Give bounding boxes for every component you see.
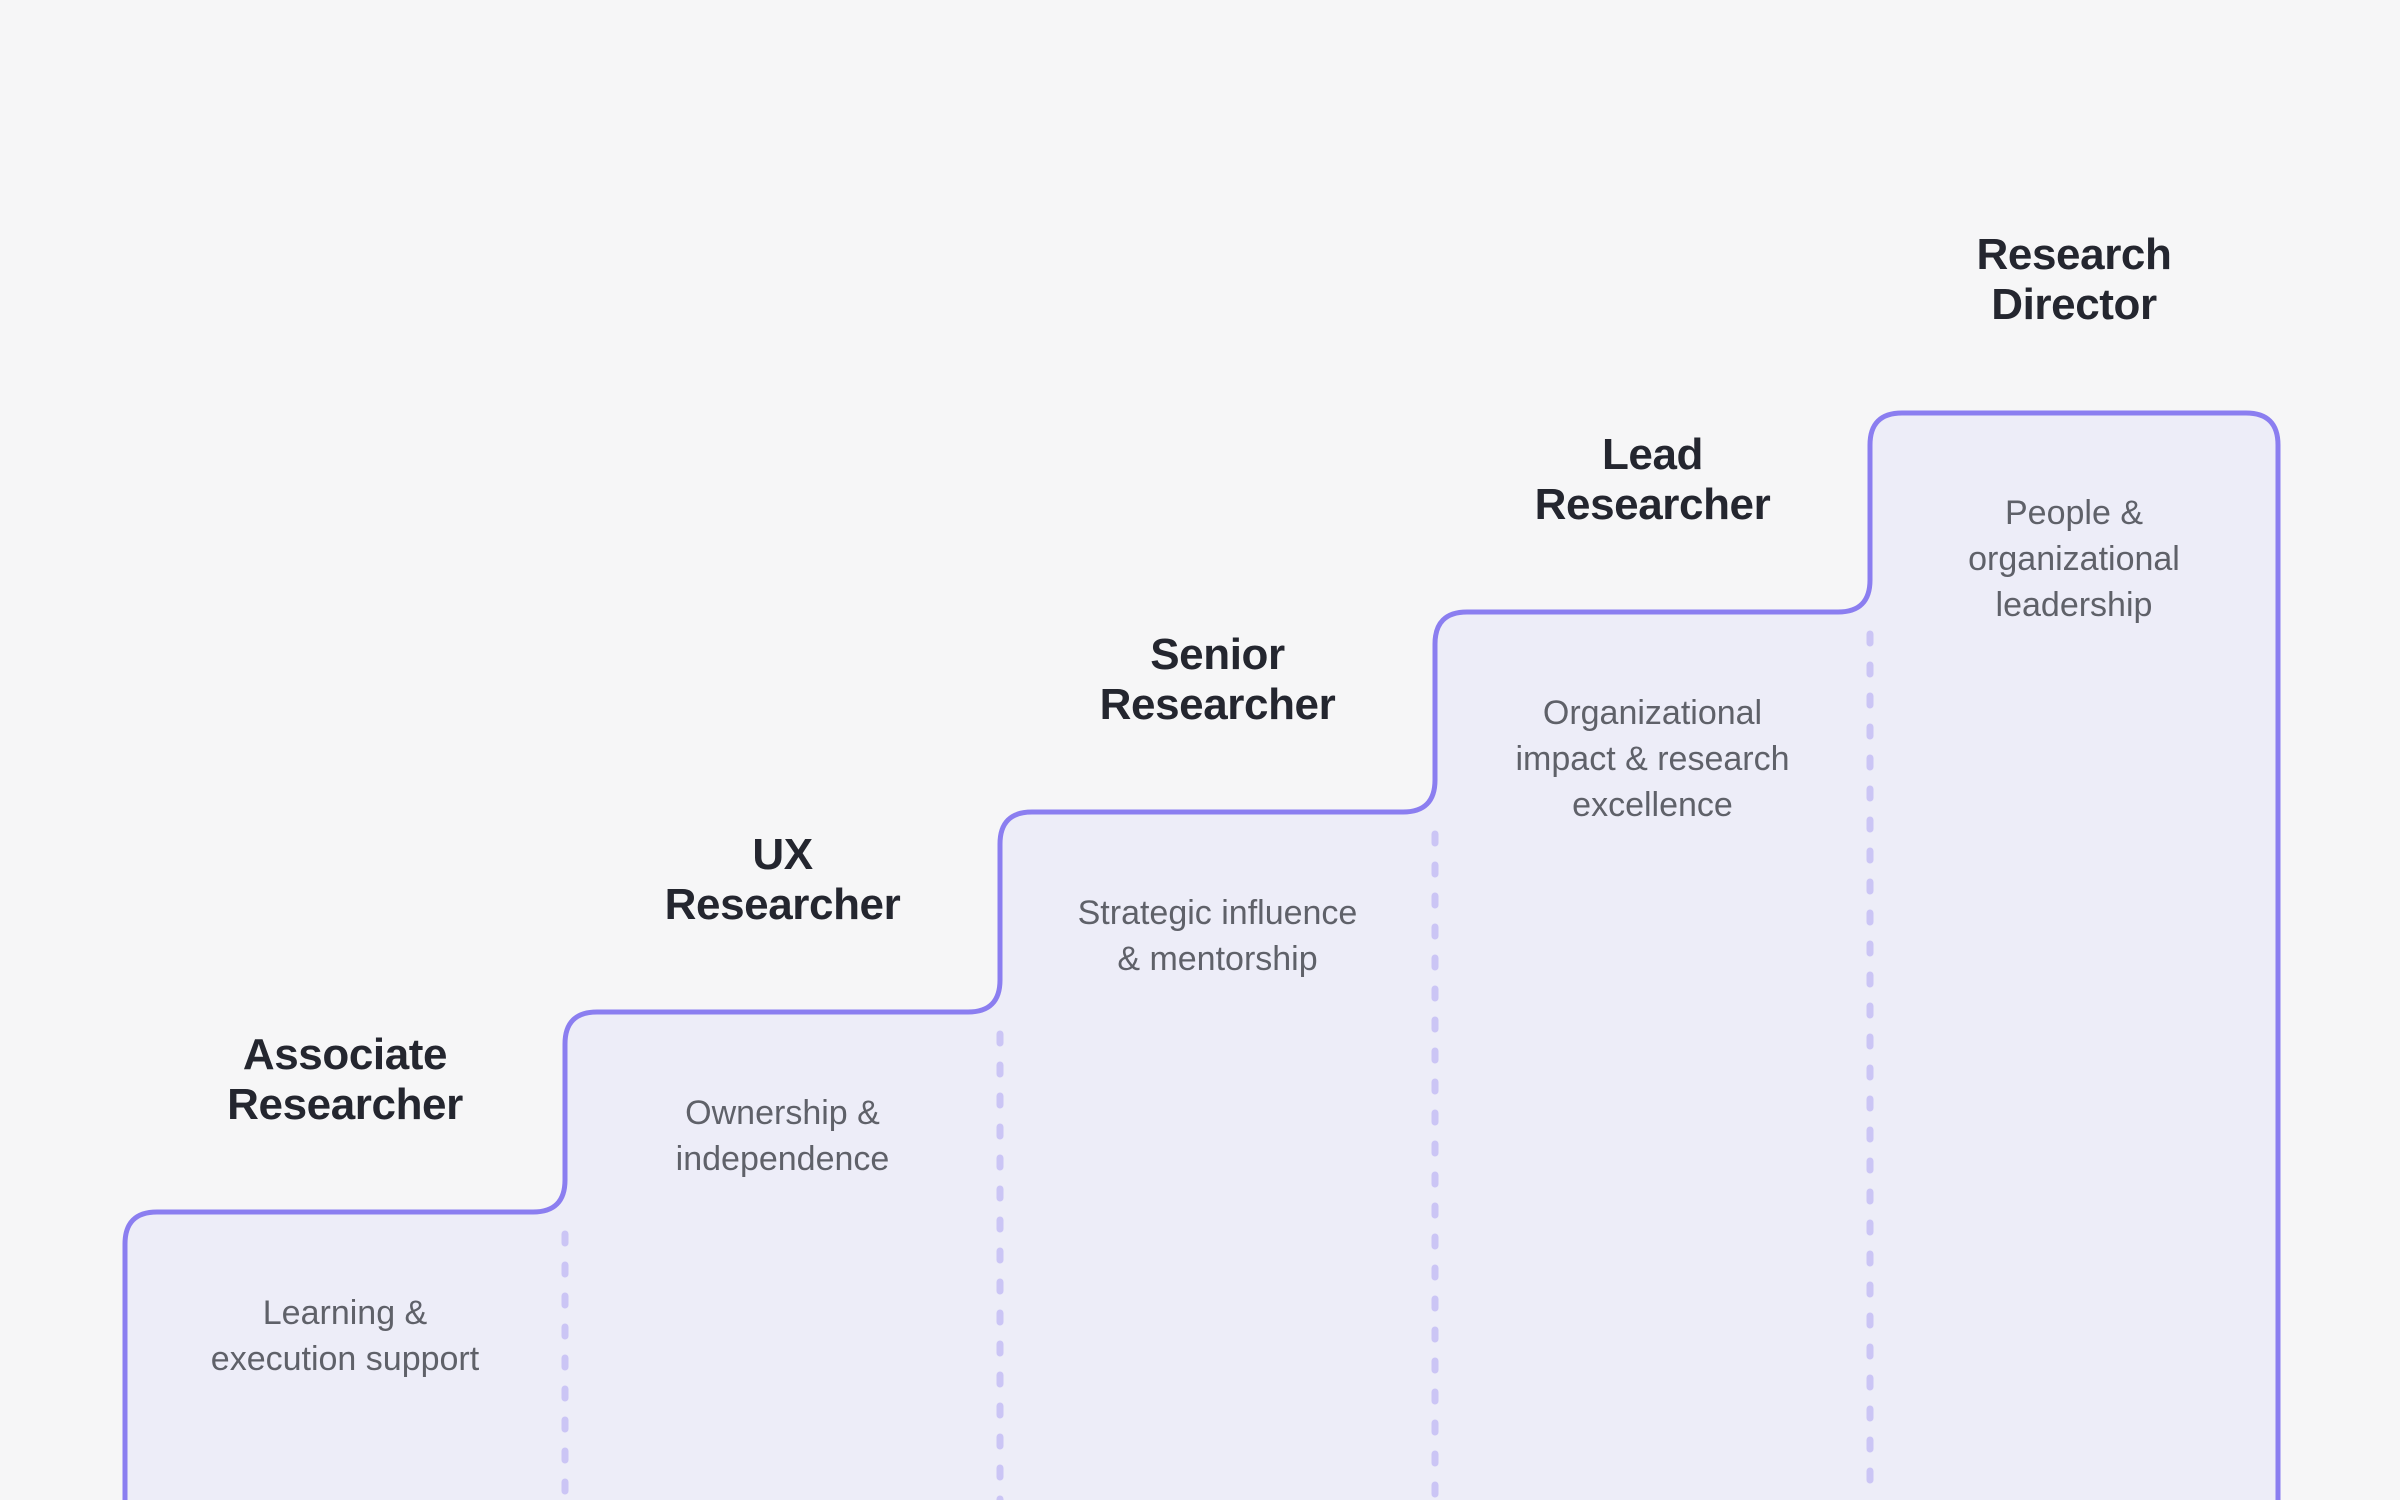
step-description-5: People & organizational leadership	[1968, 494, 2180, 625]
step-description-1: Learning & execution support	[210, 1294, 480, 1379]
step-description-4: Organizational impact & research excelle…	[1515, 694, 1790, 825]
step-title-4: Lead Researcher	[1534, 430, 1771, 530]
step-title-1: Associate Researcher	[227, 1030, 463, 1130]
step-description-2: Ownership & independence	[675, 1094, 890, 1179]
step-title-3: Senior Researcher	[1099, 630, 1336, 730]
step-description-3: Strategic influence & mentorship	[1077, 894, 1358, 979]
step-title-5: Research Director	[1976, 230, 2172, 330]
staircase-shape	[122, 410, 2281, 1500]
step-title-2: UX Researcher	[664, 830, 901, 930]
step-divider-group	[561, 630, 1874, 1500]
